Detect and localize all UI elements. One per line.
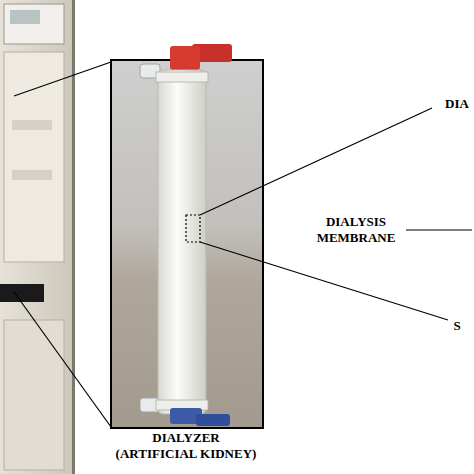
- part-label: DIA: [444, 96, 470, 112]
- part-label: S: [452, 318, 462, 334]
- caption-label: DIALYZER (ARTIFICIAL KIDNEY): [114, 430, 259, 462]
- leader-line: [406, 229, 472, 230]
- leader-line: [200, 108, 432, 215]
- leader-line: [14, 292, 111, 427]
- part-label: DIALYSIS MEMBRANE: [315, 214, 398, 246]
- dialysis-machine: [0, 0, 75, 474]
- leader-line: [14, 62, 111, 96]
- dialyzer-photo: [111, 44, 263, 428]
- leader-line: [200, 242, 448, 320]
